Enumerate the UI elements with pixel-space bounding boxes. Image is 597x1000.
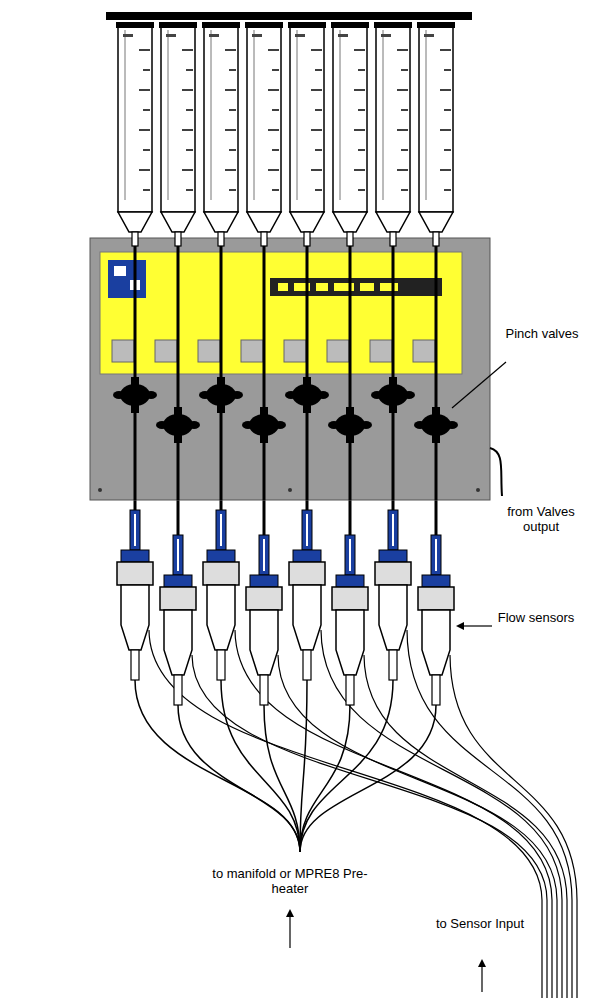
callout-label: Flow sensors [494, 610, 578, 625]
callout-label: from Valves output [500, 504, 582, 534]
callout-label: Pinch valves [505, 326, 579, 341]
destination-label: to manifold or MPRE8 Pre-heater [200, 866, 380, 896]
destination-label: to Sensor Input [428, 916, 532, 931]
